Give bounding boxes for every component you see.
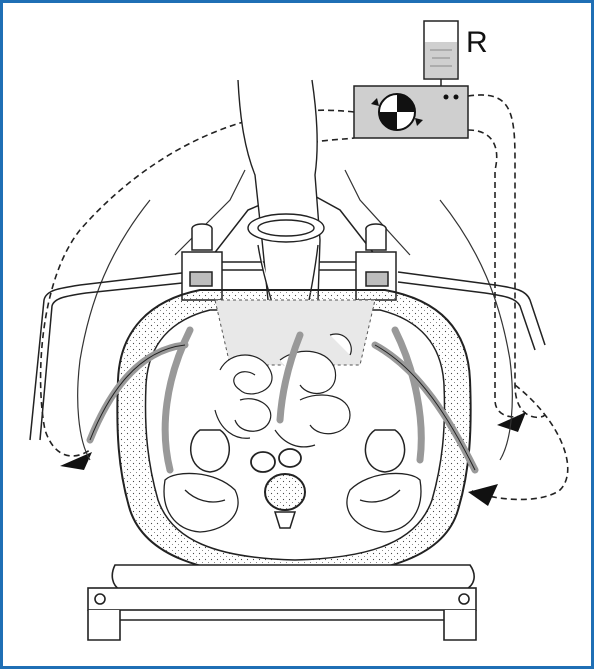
reservoir-label: R	[466, 28, 488, 58]
operating-table	[88, 565, 476, 640]
pump-icon	[354, 86, 468, 138]
reservoir-icon	[424, 21, 458, 90]
